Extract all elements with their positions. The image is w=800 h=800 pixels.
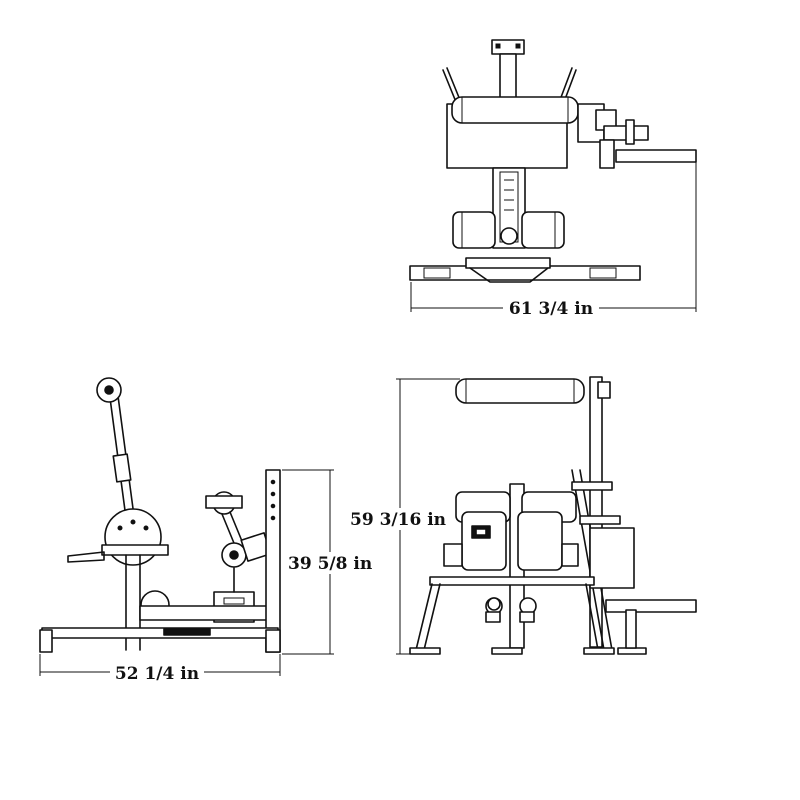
- front-height-label: 59 3/16 in: [350, 510, 446, 530]
- side-length-label: 52 1/4 in: [115, 664, 199, 684]
- side-height-label: 39 5/8 in: [288, 554, 372, 574]
- front-view: [396, 376, 697, 655]
- top-view: [409, 39, 697, 312]
- side-view: [39, 377, 334, 676]
- top-width-label: 61 3/4 in: [509, 299, 593, 319]
